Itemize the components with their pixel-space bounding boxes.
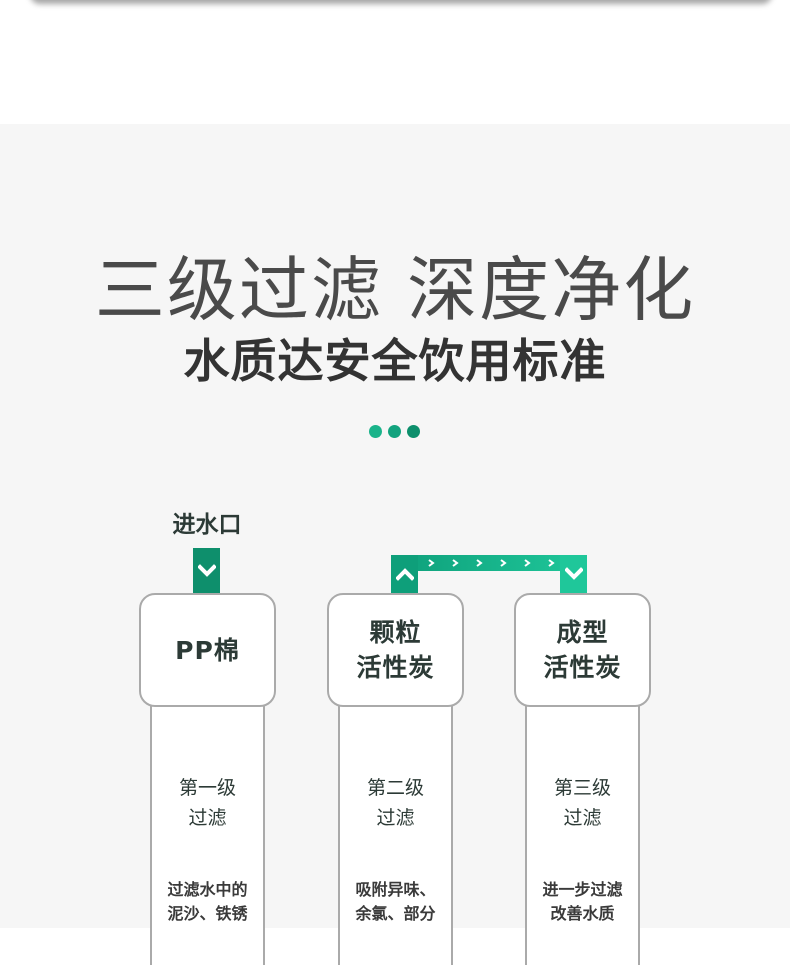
chevron-right-icon — [452, 559, 459, 567]
filter-body: 第二级 过滤 吸附异味、 余氯、部分 — [338, 705, 453, 965]
dot-3 — [407, 425, 420, 438]
filter-stage-3: 成型 活性炭 第三级 过滤 进一步过滤 改善水质 — [514, 593, 651, 965]
level-line: 过滤 — [376, 807, 415, 829]
chevron-right-icon — [428, 559, 435, 567]
filter-description: 进一步过滤 改善水质 — [527, 878, 638, 926]
filter-name: 成型 — [556, 618, 609, 647]
inlet-arrow-down-icon — [193, 548, 220, 593]
desc-line: 过滤水中的 — [167, 880, 248, 899]
filter-body: 第一级 过滤 过滤水中的 泥沙、铁锈 — [150, 705, 265, 965]
water-inlet-label: 进水口 — [172, 512, 242, 538]
level-line: 过滤 — [563, 807, 602, 829]
level-line: 第三级 — [553, 777, 611, 799]
filter-name: 活性炭 — [356, 653, 435, 682]
filter-cap: 颗粒 活性炭 — [327, 593, 464, 707]
filter-cap: 成型 活性炭 — [514, 593, 651, 707]
desc-line: 余氯、部分 — [355, 904, 436, 923]
chevron-right-icon — [524, 559, 531, 567]
filter-description: 吸附异味、 余氯、部分 — [340, 878, 451, 926]
filter-description: 过滤水中的 泥沙、铁锈 — [152, 878, 263, 926]
level-line: 第一级 — [178, 777, 236, 799]
desc-line: 泥沙、铁锈 — [167, 904, 248, 923]
headline: 三级过滤 深度净化 — [94, 249, 696, 331]
desc-line: 改善水质 — [550, 904, 615, 923]
filter-name: 颗粒 — [369, 618, 422, 647]
desc-line: 吸附异味、 — [355, 880, 436, 899]
filter-name: PP棉 — [175, 635, 240, 665]
filter-level: 第三级 过滤 — [527, 773, 638, 833]
desc-line: 进一步过滤 — [542, 880, 623, 899]
dot-2 — [388, 425, 401, 438]
filter-cap: PP棉 — [139, 593, 276, 707]
flow-arrow-down-icon — [560, 555, 587, 593]
subheadline: 水质达安全饮用标准 — [183, 334, 607, 388]
level-line: 第二级 — [366, 777, 424, 799]
chevron-right-icon — [476, 559, 483, 567]
filter-stage-2: 颗粒 活性炭 第二级 过滤 吸附异味、 余氯、部分 — [327, 593, 464, 965]
level-line: 过滤 — [188, 807, 227, 829]
flow-arrow-up-icon — [391, 555, 418, 593]
chevron-right-icon — [548, 559, 555, 567]
filter-stage-1: PP棉 第一级 过滤 过滤水中的 泥沙、铁锈 — [139, 593, 276, 965]
chevron-right-icon — [500, 559, 507, 567]
flow-bridge — [391, 555, 586, 571]
filter-level: 第一级 过滤 — [152, 773, 263, 833]
filter-level: 第二级 过滤 — [340, 773, 451, 833]
filter-name: 活性炭 — [543, 653, 622, 682]
dot-1 — [369, 425, 382, 438]
filter-body: 第三级 过滤 进一步过滤 改善水质 — [525, 705, 640, 965]
